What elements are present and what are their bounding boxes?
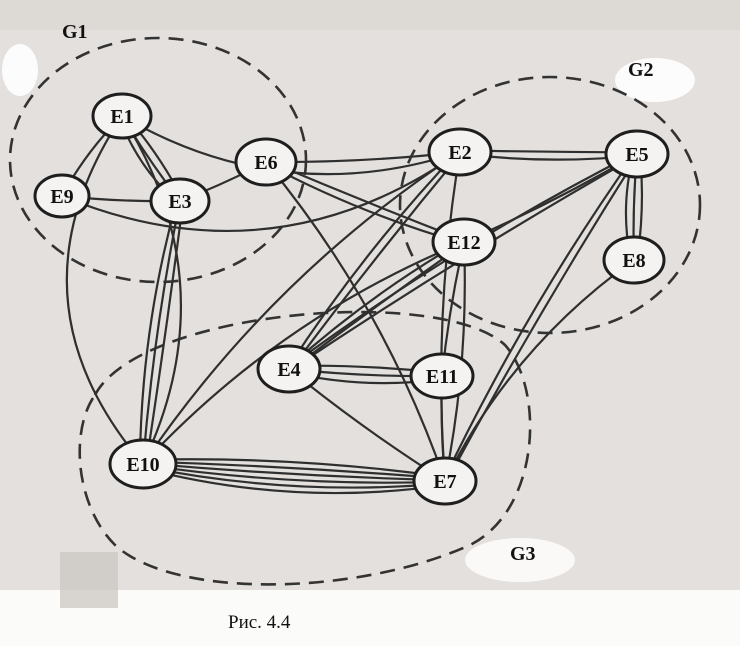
edge-e10-e7 (141, 462, 447, 482)
node-label-e11: E11 (426, 366, 458, 388)
node-e7: E7 (412, 456, 478, 506)
node-shape-e2 (427, 127, 493, 177)
node-e9: E9 (33, 173, 91, 219)
edge-e8-e7 (443, 258, 636, 483)
node-shape-e9 (33, 173, 91, 219)
edge-e12-e10 (141, 240, 466, 466)
edge-e10-e7 (142, 460, 447, 480)
edge-e5-e7 (445, 153, 640, 483)
group-label-g1: G1 (62, 21, 88, 43)
node-shape-e12 (431, 217, 497, 267)
node-e8: E8 (602, 235, 666, 285)
edge-e3-e10 (141, 199, 182, 466)
figure-caption: Рис. 4.4 (228, 612, 291, 633)
node-label-e3: E3 (168, 191, 191, 213)
node-shape-e1 (91, 92, 153, 140)
graph-edges (60, 113, 644, 495)
node-shape-e11 (409, 352, 475, 400)
edge-e10-e7 (142, 458, 447, 479)
group-region-g3 (78, 310, 532, 586)
group-label-g2: G2 (628, 59, 654, 81)
group-region-g1 (8, 36, 308, 284)
edge-e10-e1 (65, 114, 145, 466)
node-shape-e6 (234, 137, 298, 187)
group-label-g3: G3 (510, 543, 536, 565)
node-e3: E3 (149, 177, 211, 225)
node-e5: E5 (604, 129, 670, 179)
node-e4: E4 (256, 344, 322, 394)
edge-e2-e4 (289, 151, 463, 372)
node-e1: E1 (91, 92, 153, 140)
node-label-e9: E9 (50, 186, 73, 208)
edge-e10-e7 (141, 466, 446, 495)
node-shape-e10 (108, 438, 178, 490)
node-shape-e8 (602, 235, 666, 285)
edge-e9-e2 (60, 150, 462, 232)
node-label-e5: E5 (625, 144, 648, 166)
node-e12: E12 (431, 217, 497, 267)
node-shape-e4 (256, 344, 322, 394)
edge-e6-e7 (264, 160, 447, 483)
edge-e2-e10 (141, 150, 462, 466)
node-e6: E6 (234, 137, 298, 187)
group-region-g2 (398, 75, 702, 335)
edge-e2-e4 (286, 149, 460, 370)
node-e10: E10 (108, 438, 178, 490)
node-label-e2: E2 (448, 142, 471, 164)
node-label-e6: E6 (254, 152, 277, 174)
edge-e3-e10 (145, 200, 185, 466)
node-shape-e7 (412, 456, 478, 506)
node-shape-e5 (604, 129, 670, 179)
edge-e5-e7 (442, 152, 637, 482)
node-shape-e3 (149, 177, 211, 225)
node-e2: E2 (427, 127, 493, 177)
edge-e1-e10 (120, 114, 183, 466)
node-label-e1: E1 (110, 106, 133, 128)
node-label-e12: E12 (447, 232, 480, 254)
node-e11: E11 (409, 352, 475, 400)
group-labels: G1 G2 G3 (62, 21, 654, 565)
edge-e3-e10 (138, 199, 178, 465)
node-label-e8: E8 (622, 250, 645, 272)
node-label-e4: E4 (277, 359, 300, 381)
edge-e10-e7 (141, 465, 446, 489)
node-label-e10: E10 (126, 454, 159, 476)
edge-e10-e7 (141, 463, 447, 484)
node-label-e7: E7 (433, 471, 456, 493)
